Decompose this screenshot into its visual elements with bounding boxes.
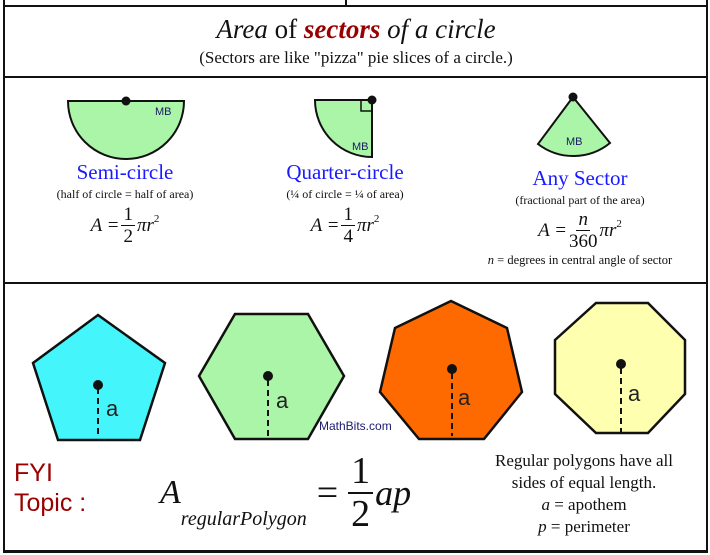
svg-text:MB: MB bbox=[352, 141, 369, 153]
semicircle-name: Semi-circle bbox=[76, 160, 174, 184]
svg-text:MB: MB bbox=[155, 106, 172, 118]
semicircle-description: (half of circle = half of area) bbox=[56, 187, 194, 201]
top-cell-divider bbox=[345, 0, 347, 7]
title-word-of: of bbox=[274, 14, 298, 44]
polygon-info-text: Regular polygons have all sides of equal… bbox=[495, 451, 673, 536]
quarter-circle-description: (¼ of circle = ¼ of area) bbox=[286, 187, 404, 201]
any-sector-name: Any Sector bbox=[532, 166, 628, 190]
title-word-area: Area bbox=[216, 14, 268, 44]
any-sector-diagram: MB bbox=[536, 92, 612, 157]
svg-text:a: a bbox=[106, 396, 119, 421]
sector-diagrams: MB MB MB bbox=[66, 92, 612, 160]
pentagon-diagram: a bbox=[31, 313, 167, 442]
polygon-diagrams: a a a a bbox=[31, 299, 687, 442]
quarter-circle-diagram: MB bbox=[313, 95, 377, 159]
hexagon-diagram: a bbox=[197, 312, 346, 441]
title-word-of-a-circle: of a circle bbox=[387, 14, 496, 44]
header-bottom-border bbox=[3, 76, 708, 78]
heptagon-diagram: a bbox=[378, 299, 524, 441]
frame-bottom-border bbox=[3, 550, 708, 553]
svg-text:a: a bbox=[628, 381, 641, 406]
mathbits-watermark: MathBits.com bbox=[319, 419, 392, 433]
frame-left-border bbox=[3, 0, 5, 553]
quarter-circle-name: Quarter-circle bbox=[286, 160, 404, 184]
any-sector-block: Any Sector (fractional part of the area)… bbox=[470, 166, 690, 268]
page-title: Area of sectors of a circle bbox=[4, 14, 708, 45]
frame-right-border bbox=[706, 0, 708, 553]
svg-text:a: a bbox=[276, 388, 289, 413]
sectors-bottom-border bbox=[3, 282, 708, 284]
semicircle-diagram: MB bbox=[66, 96, 186, 160]
any-sector-description: (fractional part of the area) bbox=[515, 193, 645, 207]
top-row-border bbox=[3, 5, 708, 7]
quarter-circle-block: Quarter-circle (¼ of circle = ¼ of area)… bbox=[250, 160, 440, 246]
octagon-diagram: a bbox=[553, 301, 687, 435]
svg-text:a: a bbox=[458, 385, 471, 410]
any-sector-note: n = degrees in central angle of sector bbox=[487, 253, 673, 267]
semicircle-block: Semi-circle (half of circle = half of ar… bbox=[30, 160, 220, 246]
page-subtitle: (Sectors are like "pizza" pie slices of … bbox=[199, 48, 513, 67]
svg-text:MB: MB bbox=[566, 136, 583, 148]
title-word-sectors: sectors bbox=[303, 14, 381, 44]
fyi-topic-label: FYI Topic : bbox=[14, 459, 87, 517]
